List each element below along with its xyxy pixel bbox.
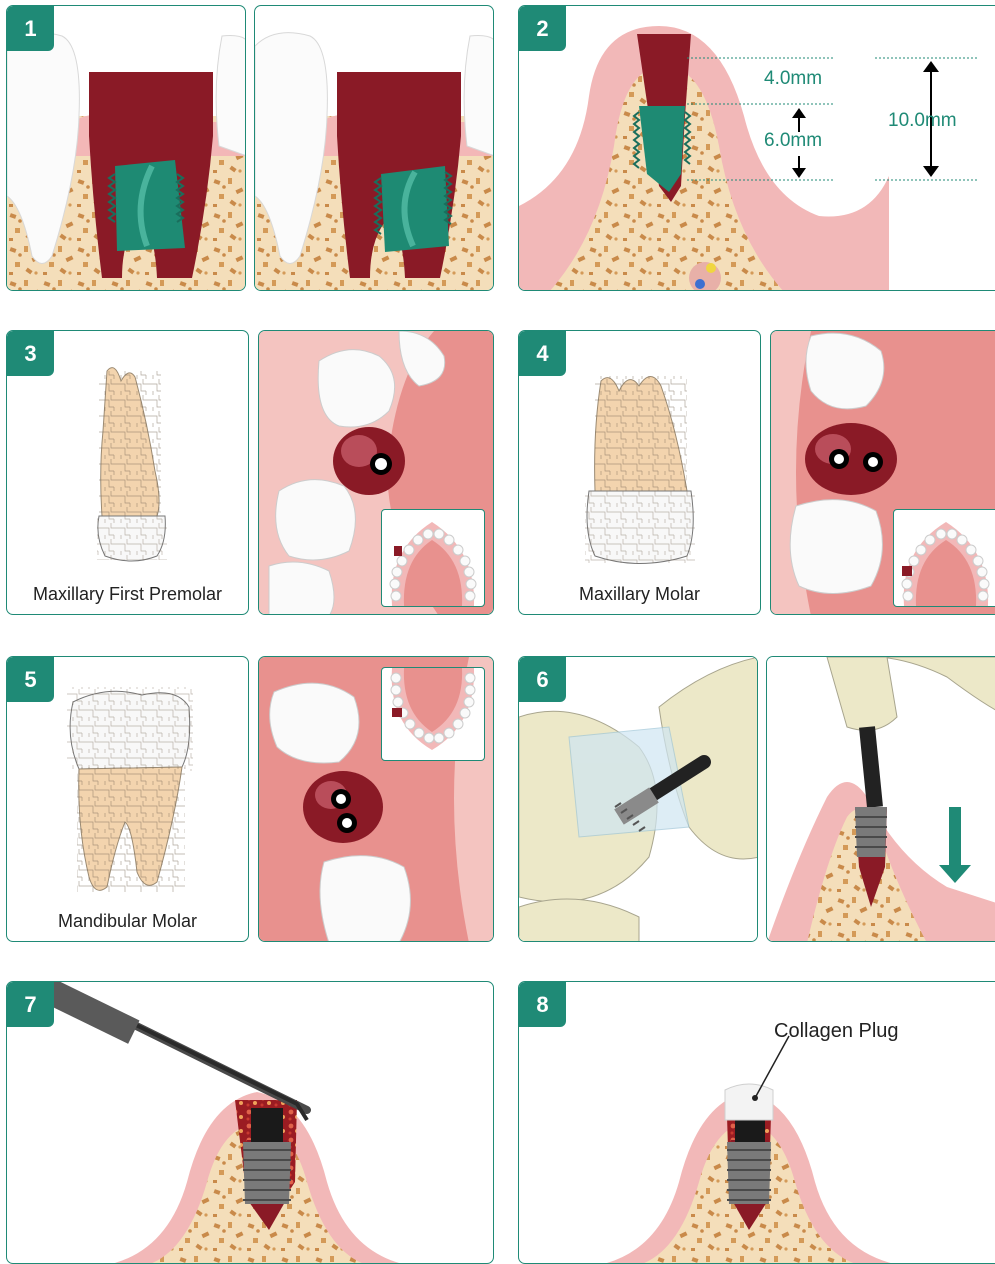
panel-7: 7 xyxy=(6,981,494,1264)
measurement-bottom: 6.0mm xyxy=(764,130,822,152)
bone-cross-section-illustration xyxy=(519,6,995,291)
tooth-caption: Maxillary Molar xyxy=(519,584,760,605)
step-number-badge: 5 xyxy=(7,657,54,702)
panel-6-right xyxy=(766,656,995,942)
panel-8: 8 Collagen Plug xyxy=(518,981,995,1264)
panel-2: 2 4.0mm 6.0mm 10.0mm xyxy=(518,5,995,291)
step-number-badge: 7 xyxy=(7,982,54,1027)
tooth-caption: Maxillary First Premolar xyxy=(7,584,248,605)
arch-inset-thumbnail xyxy=(381,667,485,761)
measurement-total: 10.0mm xyxy=(888,110,957,132)
arch-inset-thumbnail xyxy=(893,509,995,607)
panel-4-right xyxy=(770,330,995,615)
panel-5-right xyxy=(258,656,494,942)
arch-inset-thumbnail xyxy=(381,509,485,607)
collagen-plug-label: Collagen Plug xyxy=(774,1020,899,1043)
bone-graft-packing-illustration xyxy=(7,982,494,1264)
panel-1-right xyxy=(254,5,494,291)
implant-insertion-illustration xyxy=(767,657,995,942)
step-number-badge: 4 xyxy=(519,331,566,376)
implant-placed-illustration xyxy=(255,6,494,291)
panel-5-left: 5 Mandibular Molar xyxy=(6,656,249,942)
collagen-plug-illustration xyxy=(519,982,995,1264)
tooth-caption: Mandibular Molar xyxy=(7,911,248,932)
step-number-badge: 6 xyxy=(519,657,566,702)
step-number-badge: 2 xyxy=(519,6,566,51)
panel-3-right xyxy=(258,330,494,615)
panel-1-left: 1 xyxy=(6,5,246,291)
step-number-badge: 3 xyxy=(7,331,54,376)
panel-3-left: 3 Maxillary First Premolar xyxy=(6,330,249,615)
step-number-badge: 8 xyxy=(519,982,566,1027)
panel-6-left: 6 xyxy=(518,656,758,942)
measurement-top: 4.0mm xyxy=(764,68,822,90)
panel-4-left: 4 Maxillary Molar xyxy=(518,330,761,615)
step-number-badge: 1 xyxy=(7,6,54,51)
